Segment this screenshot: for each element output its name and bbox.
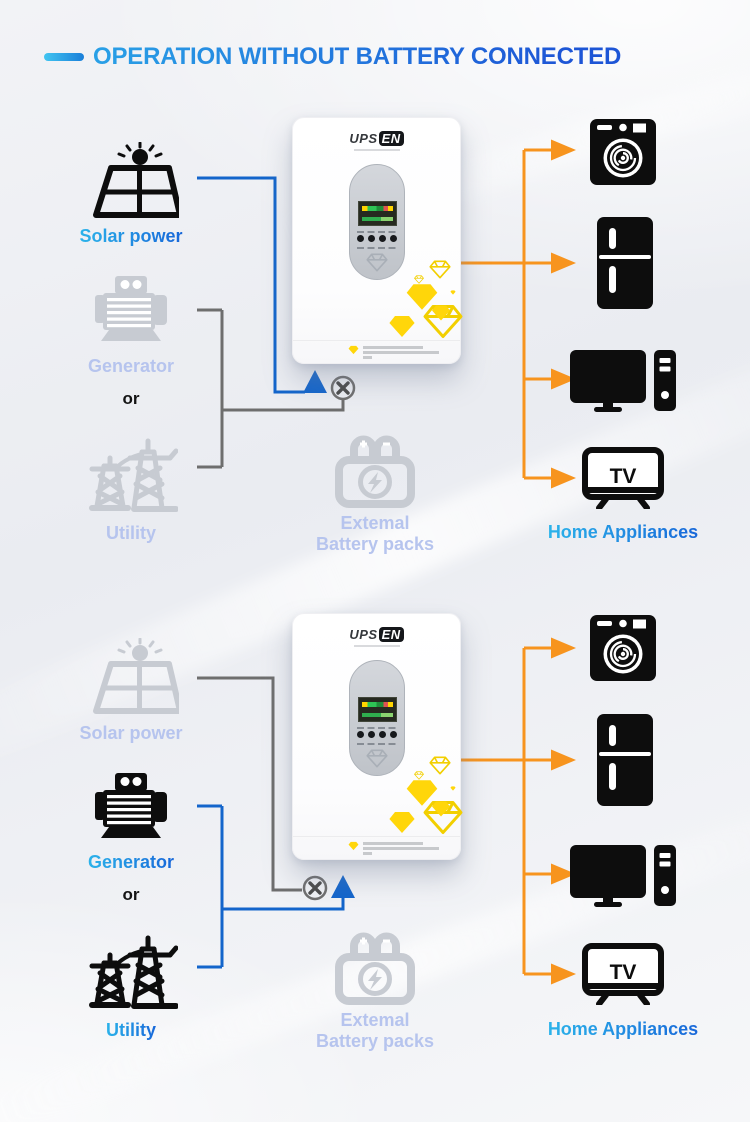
- solar-panel-icon: [83, 142, 179, 222]
- battery-pack-icon: [329, 927, 421, 1007]
- or-label: or: [122, 389, 140, 408]
- gem-decoration: [450, 786, 456, 791]
- page-title: OPERATION WITHOUT BATTERY CONNECTED: [93, 43, 622, 70]
- lines-inverter-to-appliances-bottom: [459, 637, 576, 985]
- inverter-button: [357, 731, 364, 738]
- inverter-display: [358, 201, 397, 226]
- solar-power-label: Solar power: [79, 226, 183, 246]
- gem-icon-small: [348, 345, 359, 355]
- gem-decoration: [388, 314, 416, 339]
- home-appliances-label: Home Appliances: [547, 522, 699, 542]
- washing-machine-icon: [590, 119, 656, 185]
- button-sublabels: [357, 743, 397, 745]
- button-sublabels: [357, 247, 397, 249]
- inverter-button: [357, 235, 364, 242]
- generator-label: Generator: [87, 356, 175, 376]
- utility-label: Utility: [105, 1020, 157, 1040]
- battery-pack-icon: [329, 430, 421, 510]
- brand-right: EN: [378, 131, 404, 146]
- arrow-into-inverter-bottom: [331, 875, 355, 898]
- generator-label: Generator: [87, 852, 175, 872]
- inverter-button: [390, 731, 397, 738]
- inverter-bottom-label: [293, 836, 460, 859]
- inverter-control-panel: [349, 164, 405, 280]
- battery-label-line1: Extemal: [340, 1010, 410, 1030]
- tv-text: TV: [610, 465, 637, 488]
- inverter-display: [358, 697, 397, 722]
- battery-label-line1: Extemal: [340, 513, 410, 533]
- tv-icon: TV: [582, 447, 664, 509]
- gem-decoration: [418, 800, 423, 804]
- washing-machine-icon: [590, 615, 656, 681]
- inverter-button: [379, 235, 386, 242]
- utility-label: Utility: [105, 523, 157, 543]
- or-label: or: [122, 885, 140, 904]
- brand-left: UPS: [349, 627, 378, 642]
- external-battery-label: Extemal Battery packs: [316, 513, 434, 555]
- external-battery-label: Extemal Battery packs: [316, 1010, 434, 1052]
- inverter-buttons: [357, 235, 397, 242]
- inverter-fine-print: [363, 842, 439, 857]
- utility-icon: [84, 428, 178, 512]
- gem-decoration: [450, 290, 456, 295]
- brand-tagline: [353, 645, 400, 647]
- desktop-computer-icon: [570, 845, 676, 907]
- desktop-computer-icon: [570, 350, 676, 412]
- solar-panel-icon: [83, 638, 179, 718]
- inverter-button: [379, 731, 386, 738]
- page-header: OPERATION WITHOUT BATTERY CONNECTED: [44, 43, 621, 71]
- gem-decoration: [418, 304, 423, 308]
- home-appliances-label: Home Appliances: [547, 1019, 699, 1039]
- tv-icon: TV: [582, 943, 664, 1005]
- refrigerator-icon: [597, 217, 653, 309]
- lines-inverter-to-appliances-top: [459, 139, 576, 489]
- inverter-bottom-label: [293, 340, 460, 363]
- brand-tagline: [353, 149, 400, 151]
- gem-decoration: [429, 260, 451, 279]
- solar-power-label: Solar power: [79, 723, 183, 743]
- gem-decoration: [431, 800, 451, 818]
- gem-decoration: [429, 756, 451, 775]
- generator-icon: [89, 274, 173, 344]
- button-labels: [357, 727, 397, 729]
- disconnect-x-icon-bottom: [302, 875, 328, 901]
- inverter-button: [390, 235, 397, 242]
- inverter-button: [368, 235, 375, 242]
- inverter-buttons: [357, 731, 397, 738]
- arrow-into-inverter-top: [303, 370, 327, 393]
- inverter-fine-print: [363, 346, 439, 361]
- utility-icon: [84, 925, 178, 1009]
- battery-label-line2: Battery packs: [315, 534, 435, 554]
- tv-text: TV: [610, 961, 637, 984]
- diamond-logo-icon: [366, 749, 388, 768]
- diamond-logo-icon: [366, 253, 388, 272]
- gem-decoration: [431, 304, 451, 322]
- gem-icon-small: [348, 841, 359, 851]
- gem-decoration: [388, 810, 416, 835]
- battery-label-line2: Battery packs: [315, 1031, 435, 1051]
- disconnect-x-icon-top: [330, 375, 356, 401]
- button-labels: [357, 231, 397, 233]
- brand-left: UPS: [349, 131, 378, 146]
- refrigerator-icon: [597, 714, 653, 806]
- brand-right: EN: [378, 627, 404, 642]
- title-dash-icon: [44, 53, 84, 61]
- generator-icon: [89, 771, 173, 841]
- inverter-control-panel: [349, 660, 405, 776]
- inverter-button: [368, 731, 375, 738]
